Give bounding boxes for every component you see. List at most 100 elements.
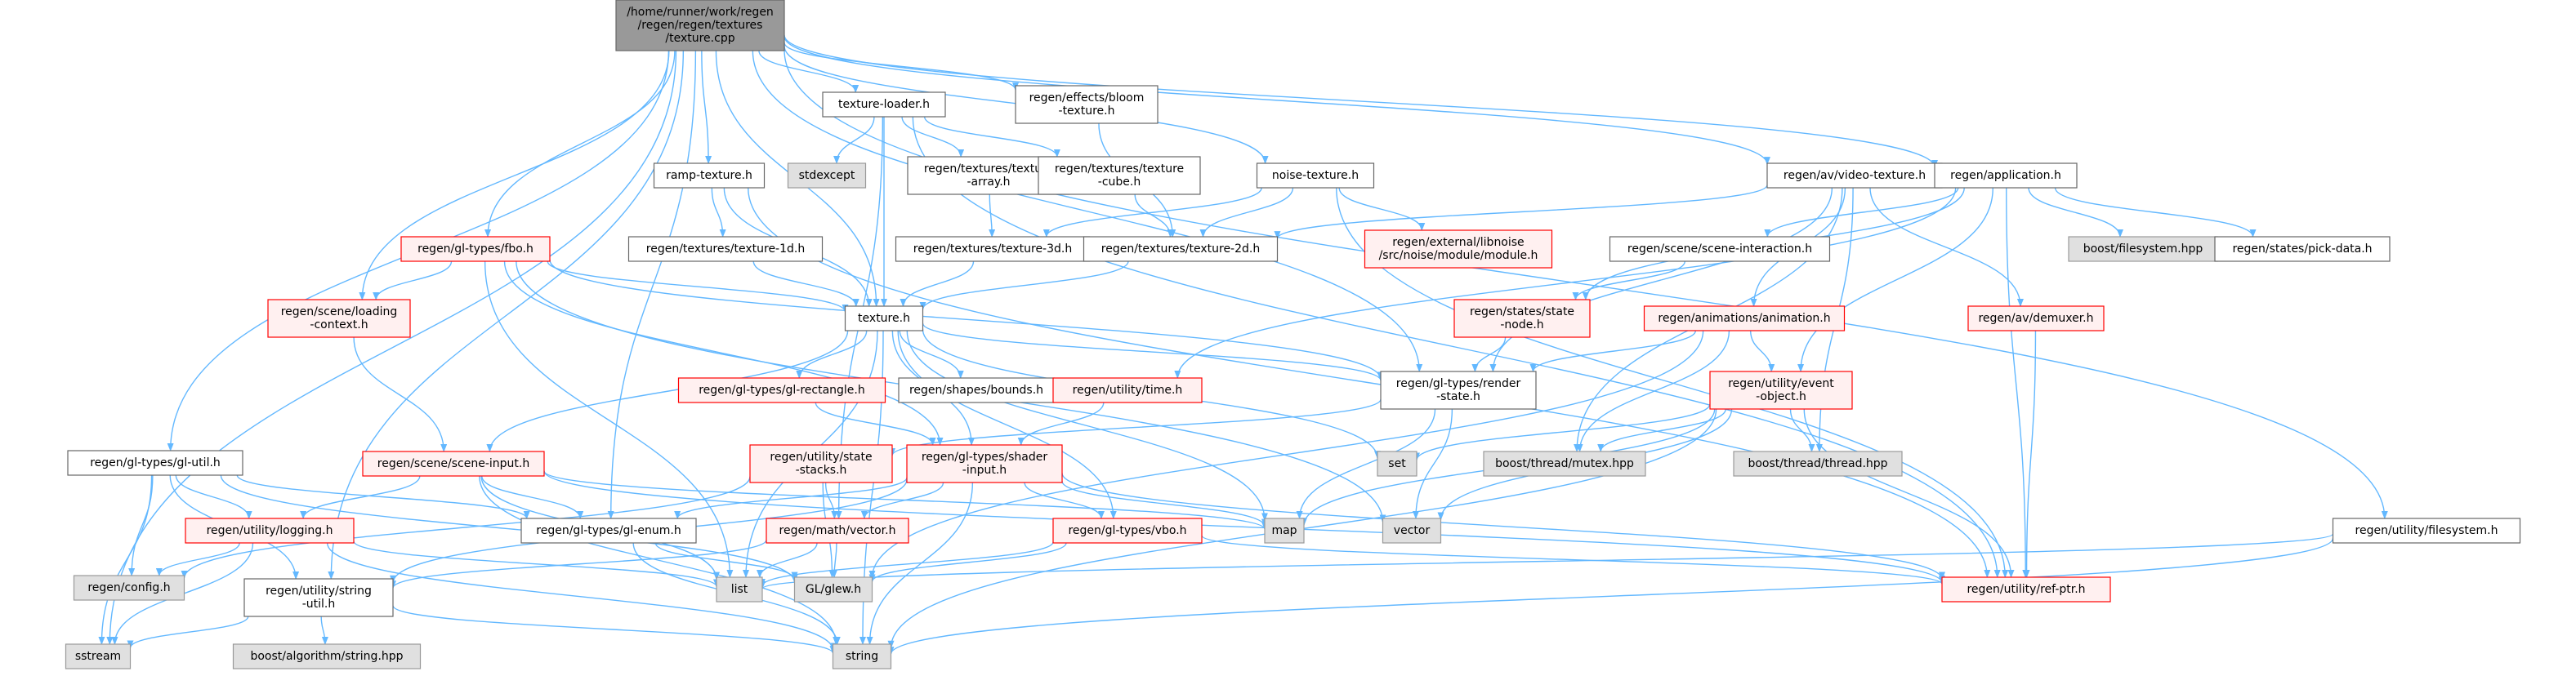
edge-root-to-fbo <box>484 50 676 238</box>
edge-shader-input-to-vbo <box>1024 482 1105 519</box>
node-label: boost/thread/mutex.hpp <box>1495 457 1634 470</box>
node-label: regen/states/pick-data.h <box>2232 242 2372 256</box>
node-set[interactable]: set <box>1377 451 1417 477</box>
node-box <box>67 450 243 476</box>
node-box <box>1934 162 2078 189</box>
node-boost-algo[interactable]: boost/algorithm/string.hpp <box>232 643 422 669</box>
node-label: regen/textures/texture-1d.h <box>646 242 805 256</box>
edge-ramp-to-ref-ptr <box>747 187 1991 578</box>
node-tex2d[interactable]: regen/textures/texture-2d.h <box>1083 236 1279 262</box>
node-ref-ptr[interactable]: regen/utility/ref-ptr.h <box>1941 576 2111 603</box>
node-application[interactable]: regen/application.h <box>1934 162 2078 189</box>
node-label: regen/av/demuxer.h <box>1978 312 2093 325</box>
node-scene-interaction[interactable]: regen/scene/scene-interaction.h <box>1609 236 1831 262</box>
node-label: regen/scene/scene-interaction.h <box>1627 242 1812 256</box>
edge-gl-util-to-logging <box>175 474 252 519</box>
node-event-object[interactable]: regen/utility/event-object.h <box>1709 371 1853 410</box>
node-box <box>1364 229 1553 269</box>
node-animation[interactable]: regen/animations/animation.h <box>1643 305 1846 331</box>
node-label: boost/algorithm/string.hpp <box>250 650 403 663</box>
node-boost-fs[interactable]: boost/filesystem.hpp <box>2068 236 2218 262</box>
edge-gl-util-to-glew <box>220 474 798 584</box>
node-render-state[interactable]: regen/gl-types/render-state.h <box>1380 371 1537 410</box>
edge-shader-input-to-ref-ptr <box>1061 473 1945 580</box>
edge-texture-loader-to-ref-ptr <box>912 116 2001 578</box>
node-string-util[interactable]: regen/utility/string-util.h <box>243 578 394 617</box>
node-box <box>73 575 185 601</box>
edge-state-node-to-render-state <box>1471 336 1507 372</box>
node-gl-util[interactable]: regen/gl-types/gl-util.h <box>67 450 243 476</box>
node-boost-mutex[interactable]: boost/thread/mutex.hpp <box>1483 451 1646 477</box>
node-math-vector[interactable]: regen/math/vector.h <box>766 518 909 544</box>
node-bloom[interactable]: regen/effects/bloom-texture.h <box>1015 85 1159 124</box>
edge-render-state-to-map <box>1296 408 1436 519</box>
node-filesystem[interactable]: regen/utility/filesystem.h <box>2332 518 2521 544</box>
node-texture-loader[interactable]: texture-loader.h <box>822 91 946 118</box>
node-tex3d[interactable]: regen/textures/texture-3d.h <box>895 236 1091 262</box>
node-util-time[interactable]: regen/utility/time.h <box>1052 377 1203 403</box>
node-glew[interactable]: GL/glew.h <box>793 576 873 603</box>
node-map[interactable]: map <box>1264 518 1305 544</box>
edge-scene-input-to-logging <box>300 475 421 519</box>
node-logging[interactable]: regen/utility/logging.h <box>185 518 355 544</box>
node-pick-data[interactable]: regen/states/pick-data.h <box>2214 236 2391 262</box>
edge-application-to-boost-fs <box>2028 187 2123 238</box>
node-label: regen/textures/texture <box>1055 162 1184 176</box>
node-noise[interactable]: noise-texture.h <box>1256 162 1375 189</box>
node-loading-ctx[interactable]: regen/scene/loading-context.h <box>267 299 411 338</box>
node-box <box>1052 377 1203 403</box>
node-label: -stacks.h <box>796 464 847 477</box>
node-state-node[interactable]: regen/states/state-node.h <box>1453 299 1591 338</box>
node-video-tex[interactable]: regen/av/video-texture.h <box>1766 162 1943 189</box>
node-string[interactable]: string <box>832 643 892 669</box>
edge-render-state-to-vector <box>1412 408 1453 519</box>
edge-gl-util-to-gl-enum <box>236 474 530 519</box>
node-stdexcept[interactable]: stdexcept <box>787 162 867 189</box>
node-label: set <box>1388 457 1406 470</box>
node-gl-rect[interactable]: regen/gl-types/gl-rectangle.h <box>677 377 886 403</box>
node-box <box>1733 451 1903 477</box>
node-label: regen/textures/texture <box>924 162 1053 176</box>
node-gl-enum[interactable]: regen/gl-types/gl-enum.h <box>520 518 697 544</box>
node-shapes-bounds[interactable]: regen/shapes/bounds.h <box>898 377 1055 403</box>
node-label: -util.h <box>302 598 336 611</box>
edge-application-to-pick-data <box>2054 187 2257 238</box>
edge-vbo-to-glew <box>868 542 1067 583</box>
node-sstream[interactable]: sstream <box>65 643 132 669</box>
node-label: regen/animations/animation.h <box>1658 312 1830 325</box>
node-config[interactable]: regen/config.h <box>73 575 185 601</box>
node-box <box>749 444 893 483</box>
node-libnoise[interactable]: regen/external/libnoise/src/noise/module… <box>1364 229 1553 269</box>
node-vector[interactable]: vector <box>1382 518 1442 544</box>
node-boost-thread[interactable]: boost/thread/thread.hpp <box>1733 451 1903 477</box>
node-vbo[interactable]: regen/gl-types/vbo.h <box>1052 518 1203 544</box>
node-label: texture-loader.h <box>838 98 930 111</box>
node-tex1d[interactable]: regen/textures/texture-1d.h <box>627 236 824 262</box>
edge-texture-h-to-scene-input <box>486 330 849 452</box>
edge-tex1d-to-texture-h <box>752 260 859 307</box>
node-tex-cube[interactable]: regen/textures/texture-cube.h <box>1038 156 1201 195</box>
node-state-stacks[interactable]: regen/utility/state-stacks.h <box>749 444 893 483</box>
node-texture-h[interactable]: texture.h <box>844 305 924 331</box>
edge-texture-loader-to-tex-array <box>901 116 965 158</box>
edge-vbo-to-list <box>759 541 1054 587</box>
node-list[interactable]: list <box>716 576 763 603</box>
node-box <box>677 377 886 403</box>
node-scene-input[interactable]: regen/scene/scene-input.h <box>362 451 545 477</box>
node-box <box>906 444 1063 483</box>
node-root[interactable]: /home/runner/work/regen/regen/regen/text… <box>615 0 785 51</box>
node-shader-input[interactable]: regen/gl-types/shader-input.h <box>906 444 1063 483</box>
node-label: regen/scene/scene-input.h <box>377 457 529 470</box>
node-box <box>400 236 551 262</box>
edge-noise-to-libnoise <box>1338 187 1426 231</box>
node-demuxer[interactable]: regen/av/demuxer.h <box>1967 305 2105 331</box>
node-box <box>1766 162 1943 189</box>
edge-texture-h-to-vbo <box>897 330 1117 519</box>
node-ramp[interactable]: ramp-texture.h <box>653 162 766 189</box>
edge-application-to-scene-interaction <box>1764 187 1959 238</box>
node-fbo[interactable]: regen/gl-types/fbo.h <box>400 236 551 262</box>
edge-event-object-to-boost-mutex <box>1597 408 1726 452</box>
node-label: regen/utility/state <box>770 451 872 464</box>
edge-animation-to-glew <box>868 330 1704 579</box>
node-label: sstream <box>75 650 121 663</box>
